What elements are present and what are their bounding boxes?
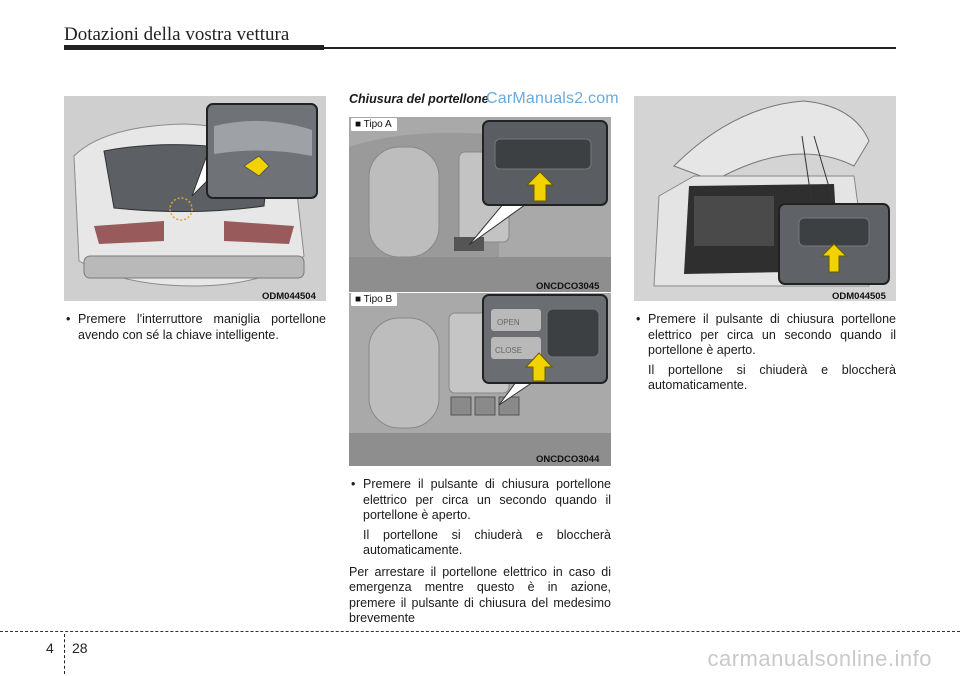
figure-rear-handle (64, 96, 326, 301)
footer-divider (64, 634, 65, 674)
bullet-item: Premere l'interruttore maniglia portello… (64, 312, 326, 343)
chapter-number: 4 (46, 640, 54, 656)
page-number: 28 (72, 640, 88, 656)
footer-rule (0, 631, 960, 632)
watermark-bottom: carmanualsonline.info (707, 646, 932, 671)
figure-code-tipo-b: ONCDCO3044 (536, 454, 600, 465)
console-tipo-a-illustration (349, 117, 611, 292)
figure-code-left: ODM044504 (262, 291, 316, 302)
header-rule (64, 47, 896, 49)
car-rear-illustration (64, 96, 326, 301)
tailgate-open-illustration (634, 96, 896, 301)
tipo-b-label: ■ Tipo B (351, 293, 398, 306)
figure-code-tipo-a: ONCDCO3045 (536, 281, 600, 292)
text-column-center: Premere il pulsante di chiusura portello… (349, 477, 611, 627)
section-title: Chiusura del portellone (349, 92, 489, 106)
watermark-top: CarManuals2.com (486, 90, 619, 107)
figure-tipo-b: OPEN CLOSE (349, 293, 611, 466)
text-column-right: Premere il pulsante di chiusura portello… (634, 312, 896, 394)
open-button-text: OPEN (497, 318, 520, 327)
close-button-text: CLOSE (495, 346, 522, 355)
figure-tipo-a (349, 117, 611, 292)
figure-code-right: ODM044505 (832, 291, 886, 302)
bullet-item: Premere il pulsante di chiusura portello… (634, 312, 896, 359)
text-column-left: Premere l'interruttore maniglia portello… (64, 312, 326, 343)
figure-open-tailgate (634, 96, 896, 301)
console-tipo-b-illustration: OPEN CLOSE (349, 293, 611, 466)
paragraph: Per arrestare il portellone elettrico in… (349, 564, 611, 626)
bullet-followup: Il portellone si chiuderà e bloccherà au… (363, 527, 611, 558)
tipo-a-label: ■ Tipo A (351, 118, 397, 131)
bullet-item: Premere il pulsante di chiusura portello… (349, 477, 611, 524)
bullet-followup: Il portellone si chiuderà e bloccherà au… (648, 362, 896, 393)
page-header-title: Dotazioni della vostra vettura (64, 24, 290, 45)
